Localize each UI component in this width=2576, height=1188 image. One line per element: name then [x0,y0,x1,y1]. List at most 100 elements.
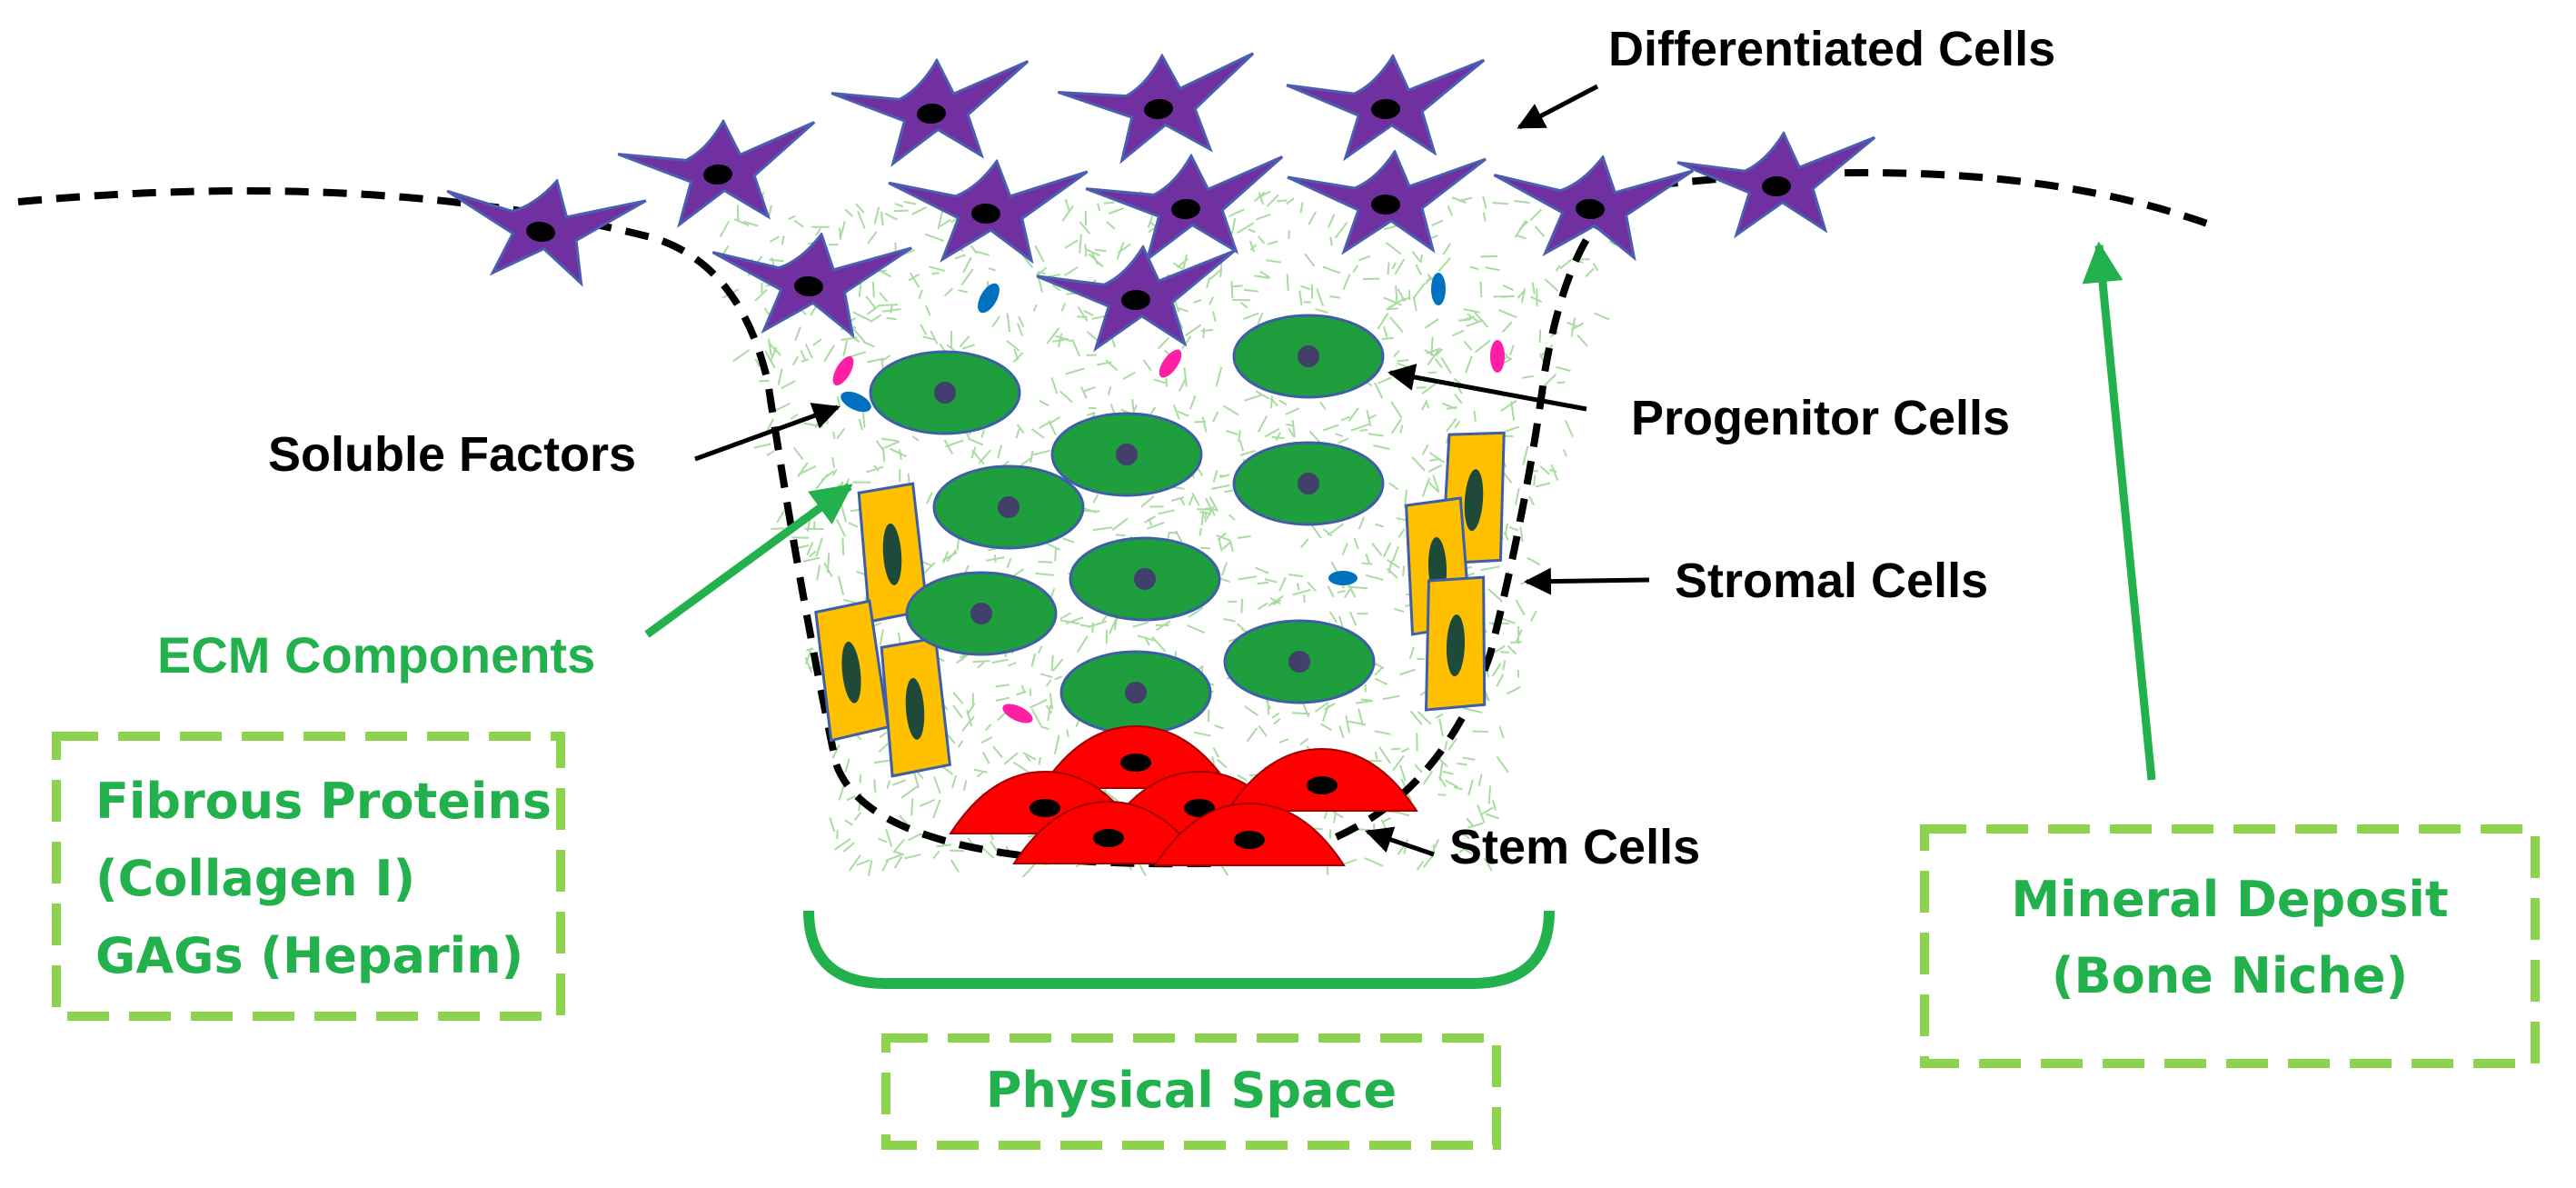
ecm-fiber [844,208,854,217]
label-stromal-cells: Stromal Cells [1675,554,1988,608]
ecm-fiber [1239,301,1248,309]
ecm-fiber [1015,428,1020,439]
ecm-fiber [976,771,985,778]
ecm-fiber [1182,254,1189,270]
ecm-fiber [1374,730,1391,735]
ecm-fiber [806,647,814,652]
ecm-fiber [1535,482,1551,488]
ecm-fiber [875,440,884,451]
ecm-fiber [1335,433,1344,437]
ecm-fiber [1082,385,1096,393]
ecm-fiber [1416,386,1427,389]
ecm-fiber [781,235,785,245]
ecm-fiber [1012,761,1030,774]
ecm-fiber [1467,779,1474,796]
ecm-fiber [1080,386,1088,399]
ecm-fiber [918,289,923,300]
ecm-fiber [1432,474,1440,493]
ecm-fiber [1414,764,1423,774]
arrow-stromal [1524,567,1650,595]
ecm-fiber [1207,709,1210,723]
ecm-fiber [836,395,841,408]
ecm-fiber [1244,394,1264,402]
ecm-fiber [1038,756,1041,765]
ecm-fiber [1474,339,1491,354]
ecm-fiber [1510,401,1516,421]
ecm-fiber [1393,350,1400,358]
ecm-fiber [1230,280,1234,299]
ecm-fiber [1013,348,1019,361]
ecm-fiber [1045,704,1053,714]
ecm-fiber [1050,377,1059,394]
arrow-progenitor [1387,364,1587,412]
ecm-fiber [1060,303,1067,312]
ecm-fiber [801,358,809,363]
ecm-fiber [1411,456,1426,472]
label-arrows [694,84,1650,857]
ecm-fiber [1360,698,1373,702]
ecm-fiber [768,205,773,217]
ecm-fiber [1223,618,1236,623]
ecm-fiber [848,522,859,528]
ecm-fiber [1408,646,1415,659]
ecm-fiber [776,510,785,524]
ecm-fiber [1383,325,1388,339]
ecm-fiber [1153,378,1168,384]
ecm-fiber [1502,285,1515,292]
ecm-fiber [1097,361,1112,366]
ecm-fiber [886,780,891,790]
ecm-fiber [1064,239,1079,249]
ecm-fiber [1327,214,1336,228]
ecm-fiber [932,799,941,818]
ecm-fiber [1342,274,1351,290]
ecm-fiber [1059,612,1071,620]
ecm-fiber [1359,428,1368,432]
ecm-fiber [1383,296,1402,306]
ecm-fiber [826,414,829,424]
ecm-fiber [753,443,771,449]
ecm-fiber [920,324,928,335]
ecm-fiber [791,355,800,366]
ecm-fiber [1149,406,1157,415]
ecm-fiber [1514,487,1520,505]
ecm-fiber [893,855,903,869]
ecm-fiber [1341,543,1348,556]
ecm-fiber [1092,526,1113,532]
ecm-fiber [962,344,975,350]
ecm-fiber [1037,645,1043,654]
ecm-fiber [1208,268,1223,281]
ecm-fiber [1230,217,1237,235]
ecm-fiber [1039,673,1053,679]
ecm-fiber [925,492,933,504]
ecm-fiber [942,551,950,564]
ecm-fiber [899,814,909,824]
ecm-fiber [878,837,888,844]
ecm-fiber [1240,598,1244,614]
ecm-fiber [1442,770,1454,775]
ecm-fiber [879,731,888,739]
ecm-fiber [1137,634,1157,643]
ecm-fiber [1442,243,1452,255]
ecm-fiber [809,550,817,557]
ecm-fiber [1366,409,1372,427]
ecm-fiber [1084,244,1088,257]
ecm-fiber [1266,194,1279,207]
ecm-fiber [1427,480,1440,494]
ecm-fiber [1327,523,1345,536]
ecm-fiber [804,343,813,359]
ecm-fiber [1025,754,1031,763]
ecm-fiber [1086,412,1096,416]
ecm-fiber [1544,278,1559,292]
ecm-fiber [844,758,850,774]
ecm-fiber [1467,313,1480,324]
soluble-factor-group [832,273,1505,724]
ecm-fiber [1594,312,1610,321]
ecm-fiber [1463,308,1480,314]
ecm-fiber [959,335,970,348]
ecm-fiber [1198,527,1202,536]
ecm-fiber [1340,415,1350,422]
ecm-fiber [1383,225,1399,231]
ecm-fiber [1399,764,1407,782]
ecm-fiber [1045,679,1052,687]
ecm-fiber [831,744,840,759]
